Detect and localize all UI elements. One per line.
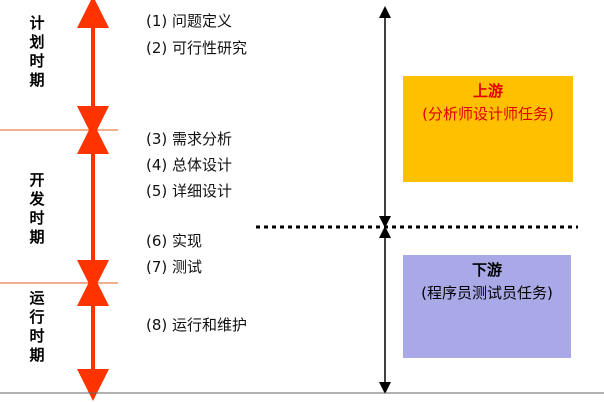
step-problem-definition: (1) 问题定义 xyxy=(146,12,233,30)
phase-label-plan: 计划时期 xyxy=(29,14,45,89)
step-operation-maintenance: (8) 运行和维护 xyxy=(146,316,248,334)
downstream-subtitle: (程序员测试员任务) xyxy=(421,284,553,302)
step-requirements-analysis: (3) 需求分析 xyxy=(146,130,233,148)
upstream-title: 上游 xyxy=(472,82,503,100)
step-overall-design: (4) 总体设计 xyxy=(146,156,233,174)
upstream-box: 上游 (分析师设计师任务) xyxy=(403,76,573,182)
step-detailed-design: (5) 详细设计 xyxy=(146,182,233,200)
upstream-subtitle: (分析师设计师任务) xyxy=(422,105,554,123)
downstream-box: 下游 (程序员测试员任务) xyxy=(403,255,571,358)
phase-label-run: 运行时期 xyxy=(29,289,45,364)
step-implementation: (6) 实现 xyxy=(146,232,203,250)
step-testing: (7) 测试 xyxy=(146,258,203,276)
downstream-title: 下游 xyxy=(471,261,502,279)
phase-label-develop: 开发时期 xyxy=(29,171,45,246)
step-feasibility-study: (2) 可行性研究 xyxy=(146,39,248,57)
